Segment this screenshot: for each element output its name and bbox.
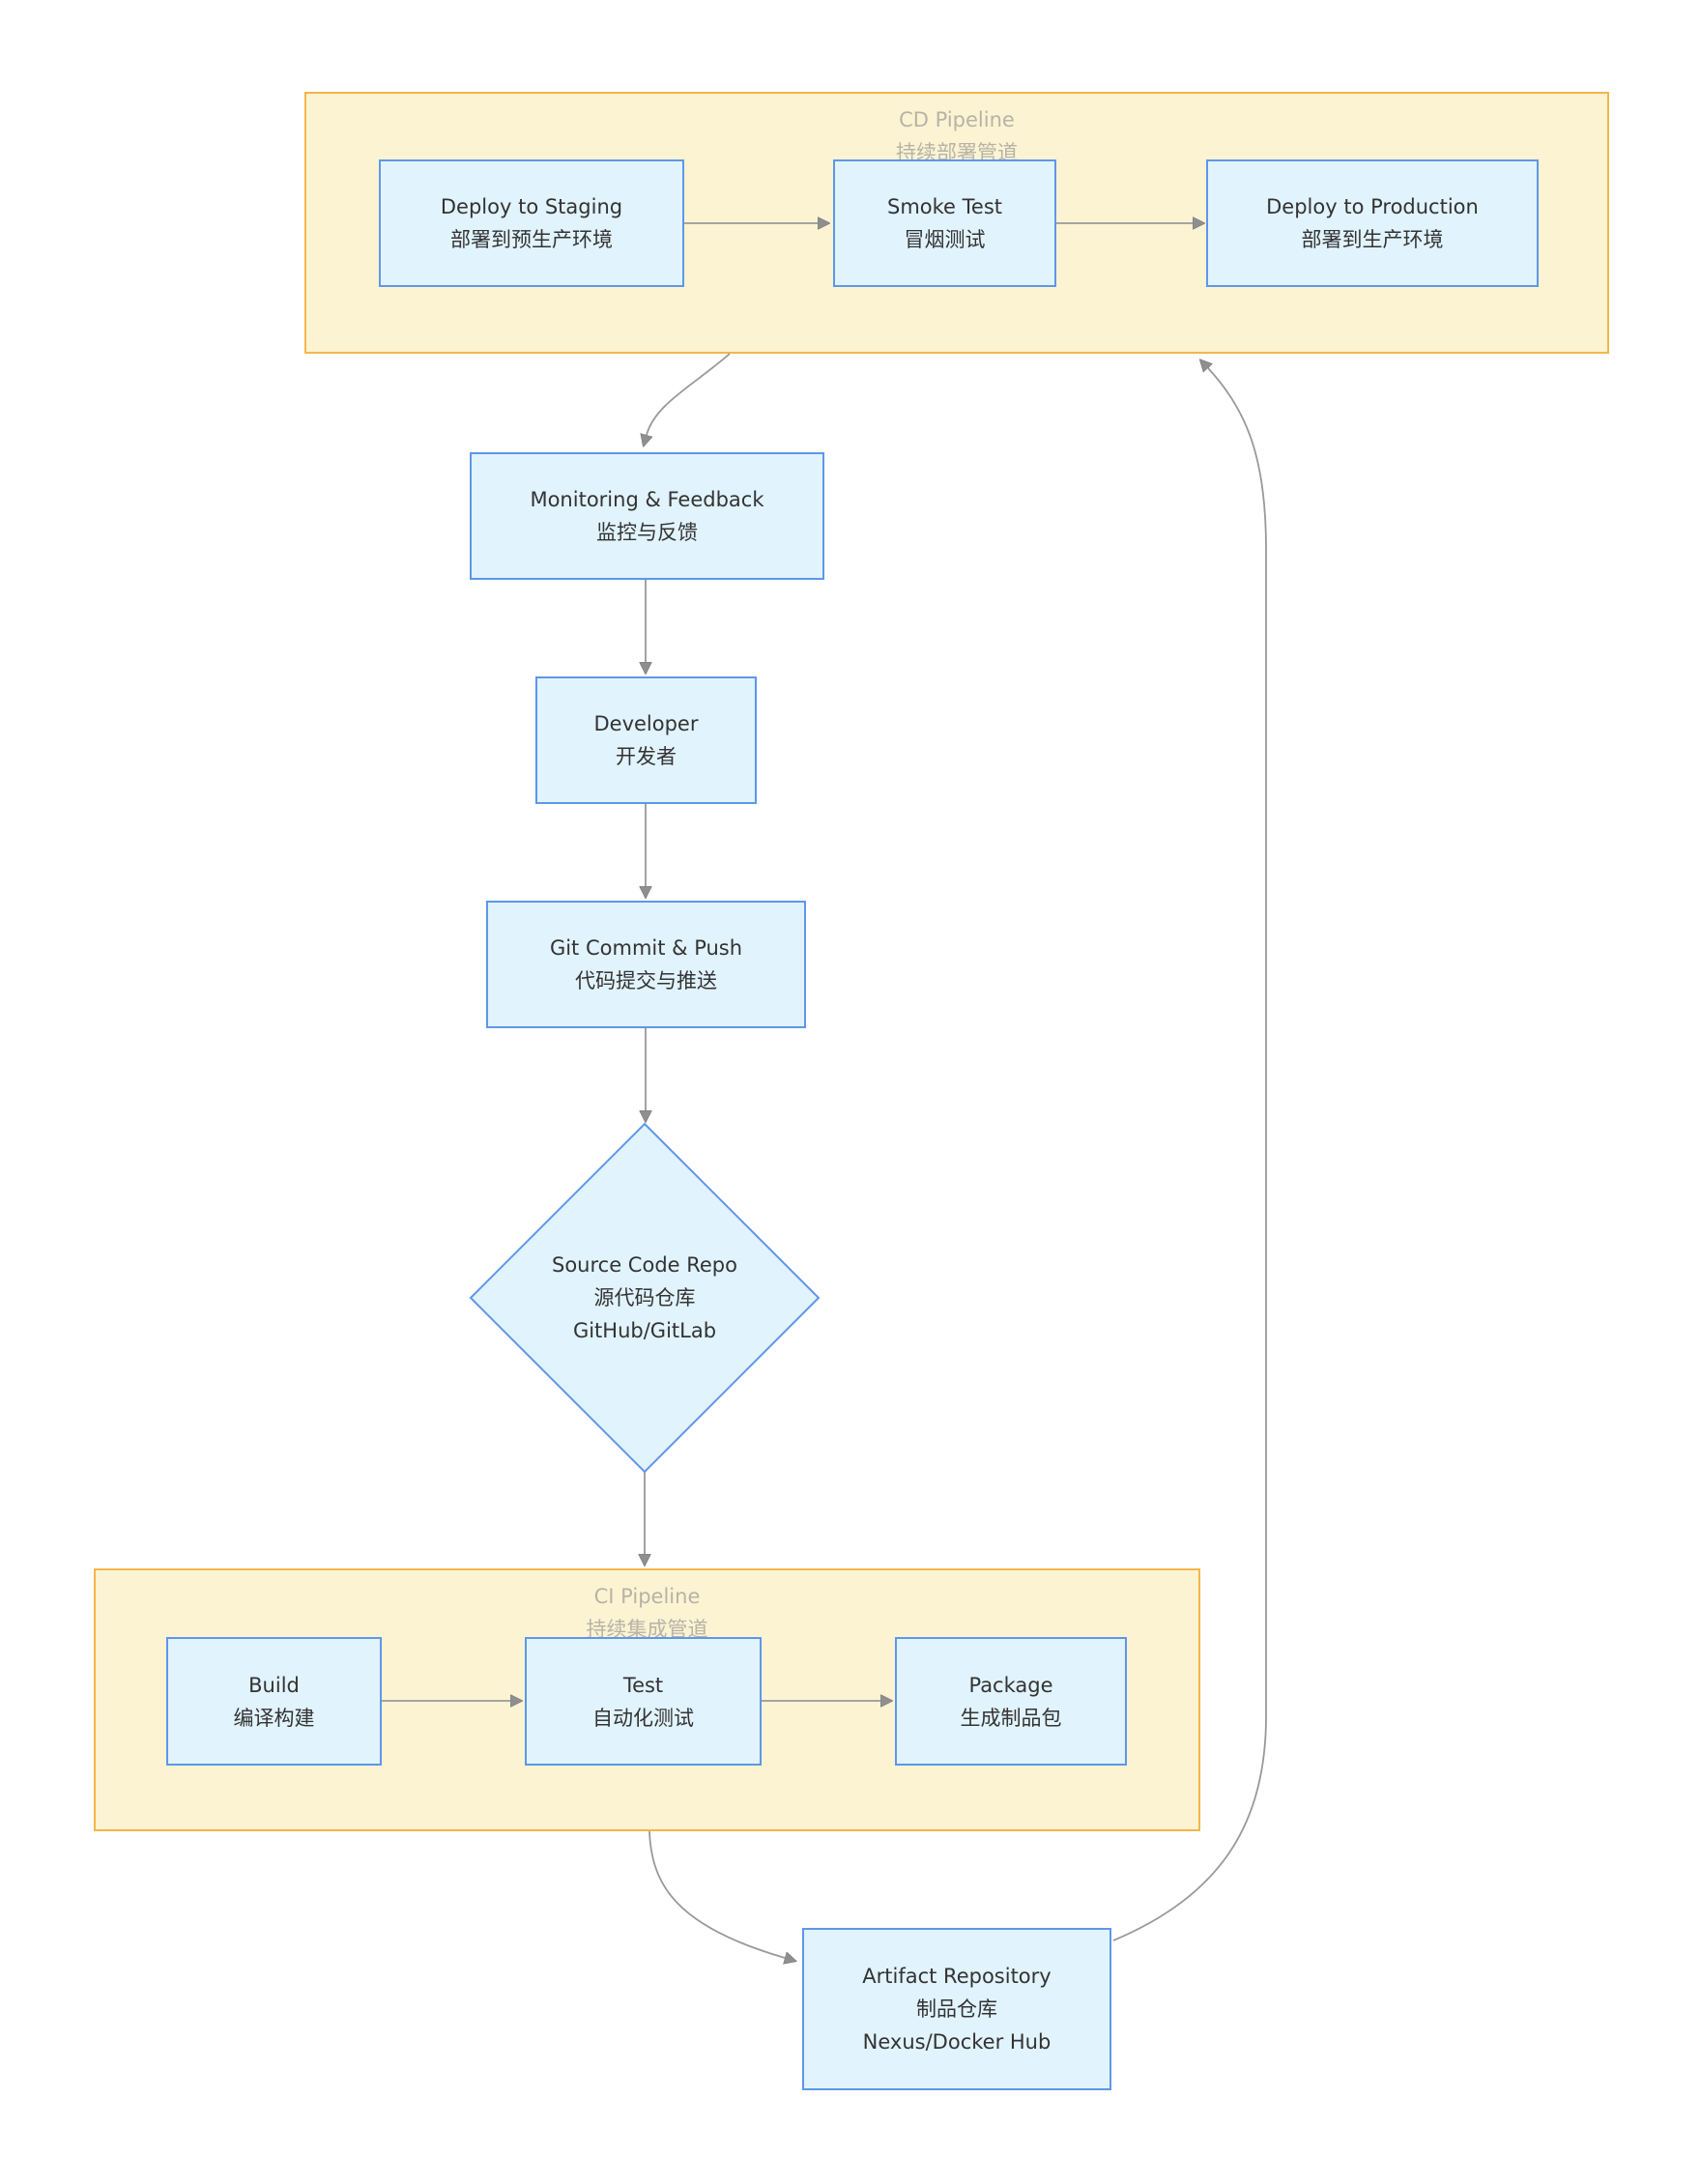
node-smoke-test-label-zh: 冒烟测试 bbox=[904, 228, 986, 251]
node-build-label-zh: 编译构建 bbox=[233, 1706, 315, 1730]
node-deploy-staging-label-zh: 部署到预生产环境 bbox=[450, 228, 613, 251]
node-artifact-label-zh: 制品仓库 bbox=[916, 1997, 997, 2021]
node-git-commit: Git Commit & Push 代码提交与推送 bbox=[486, 901, 806, 1028]
edge-ci-to-artifact bbox=[648, 1830, 785, 1958]
node-package-label-en: Package bbox=[968, 1673, 1053, 1697]
node-git-commit-label-zh: 代码提交与推送 bbox=[575, 969, 717, 992]
node-monitoring-label-zh: 监控与反馈 bbox=[596, 521, 698, 544]
ci-pipeline-title-en: CI Pipeline bbox=[593, 1585, 701, 1608]
node-monitoring-label-en: Monitoring & Feedback bbox=[530, 488, 764, 511]
node-artifact-label-sub: Nexus/Docker Hub bbox=[862, 2030, 1052, 2054]
node-developer-label-en: Developer bbox=[593, 712, 699, 735]
node-package: Package 生成制品包 bbox=[895, 1637, 1127, 1766]
node-deploy-staging: Deploy to Staging 部署到预生产环境 bbox=[379, 159, 684, 287]
node-source-repo-label-zh: 源代码仓库 bbox=[593, 1286, 696, 1309]
node-package-label-zh: 生成制品包 bbox=[960, 1706, 1062, 1730]
source-repo-diamond-shape bbox=[469, 1122, 821, 1474]
node-git-commit-label-en: Git Commit & Push bbox=[549, 936, 743, 960]
edge-cd-to-monitoring bbox=[647, 353, 731, 435]
node-deploy-production: Deploy to Production 部署到生产环境 bbox=[1206, 159, 1539, 287]
node-monitoring: Monitoring & Feedback 监控与反馈 bbox=[470, 452, 824, 580]
node-test: Test 自动化测试 bbox=[525, 1637, 762, 1766]
node-deploy-staging-label-en: Deploy to Staging bbox=[440, 195, 623, 218]
cd-pipeline-title-en: CD Pipeline bbox=[899, 108, 1015, 131]
node-test-label-en: Test bbox=[622, 1673, 664, 1697]
node-build: Build 编译构建 bbox=[166, 1637, 382, 1766]
node-artifact-repository: Artifact Repository 制品仓库 Nexus/Docker Hu… bbox=[802, 1928, 1111, 2090]
node-source-repo-label-sub: GitHub/GitLab bbox=[572, 1319, 717, 1342]
node-deploy-production-label-en: Deploy to Production bbox=[1266, 195, 1479, 218]
node-developer-label-zh: 开发者 bbox=[616, 745, 677, 768]
node-test-label-zh: 自动化测试 bbox=[592, 1706, 694, 1730]
node-source-repo-label-en: Source Code Repo bbox=[552, 1253, 737, 1277]
node-deploy-production-label-zh: 部署到生产环境 bbox=[1301, 228, 1444, 251]
node-build-label-en: Build bbox=[248, 1673, 300, 1697]
node-source-repo: Source Code Repo 源代码仓库 GitHub/GitLab bbox=[471, 1124, 819, 1472]
node-smoke-test: Smoke Test 冒烟测试 bbox=[833, 159, 1056, 287]
node-smoke-test-label-en: Smoke Test bbox=[887, 195, 1002, 218]
node-artifact-label-en: Artifact Repository bbox=[862, 1965, 1052, 1988]
node-developer: Developer 开发者 bbox=[535, 676, 757, 804]
edge-artifact-to-cd bbox=[1112, 368, 1267, 1941]
